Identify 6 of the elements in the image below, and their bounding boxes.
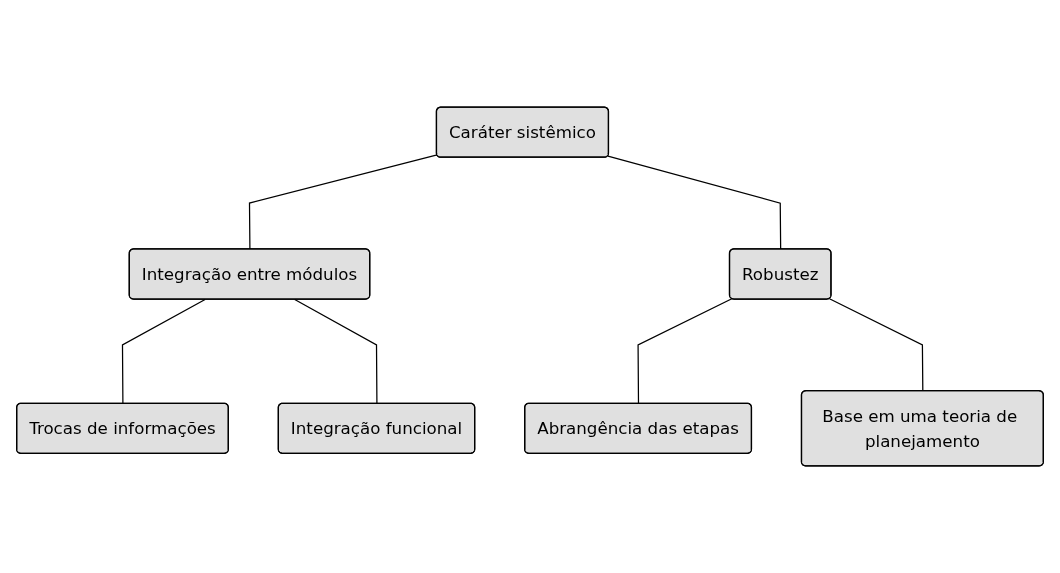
connector (637, 298, 733, 405)
connector (828, 298, 924, 392)
connector (248, 154, 438, 250)
connector (121, 298, 206, 405)
connector (294, 298, 378, 405)
connector (607, 155, 782, 250)
